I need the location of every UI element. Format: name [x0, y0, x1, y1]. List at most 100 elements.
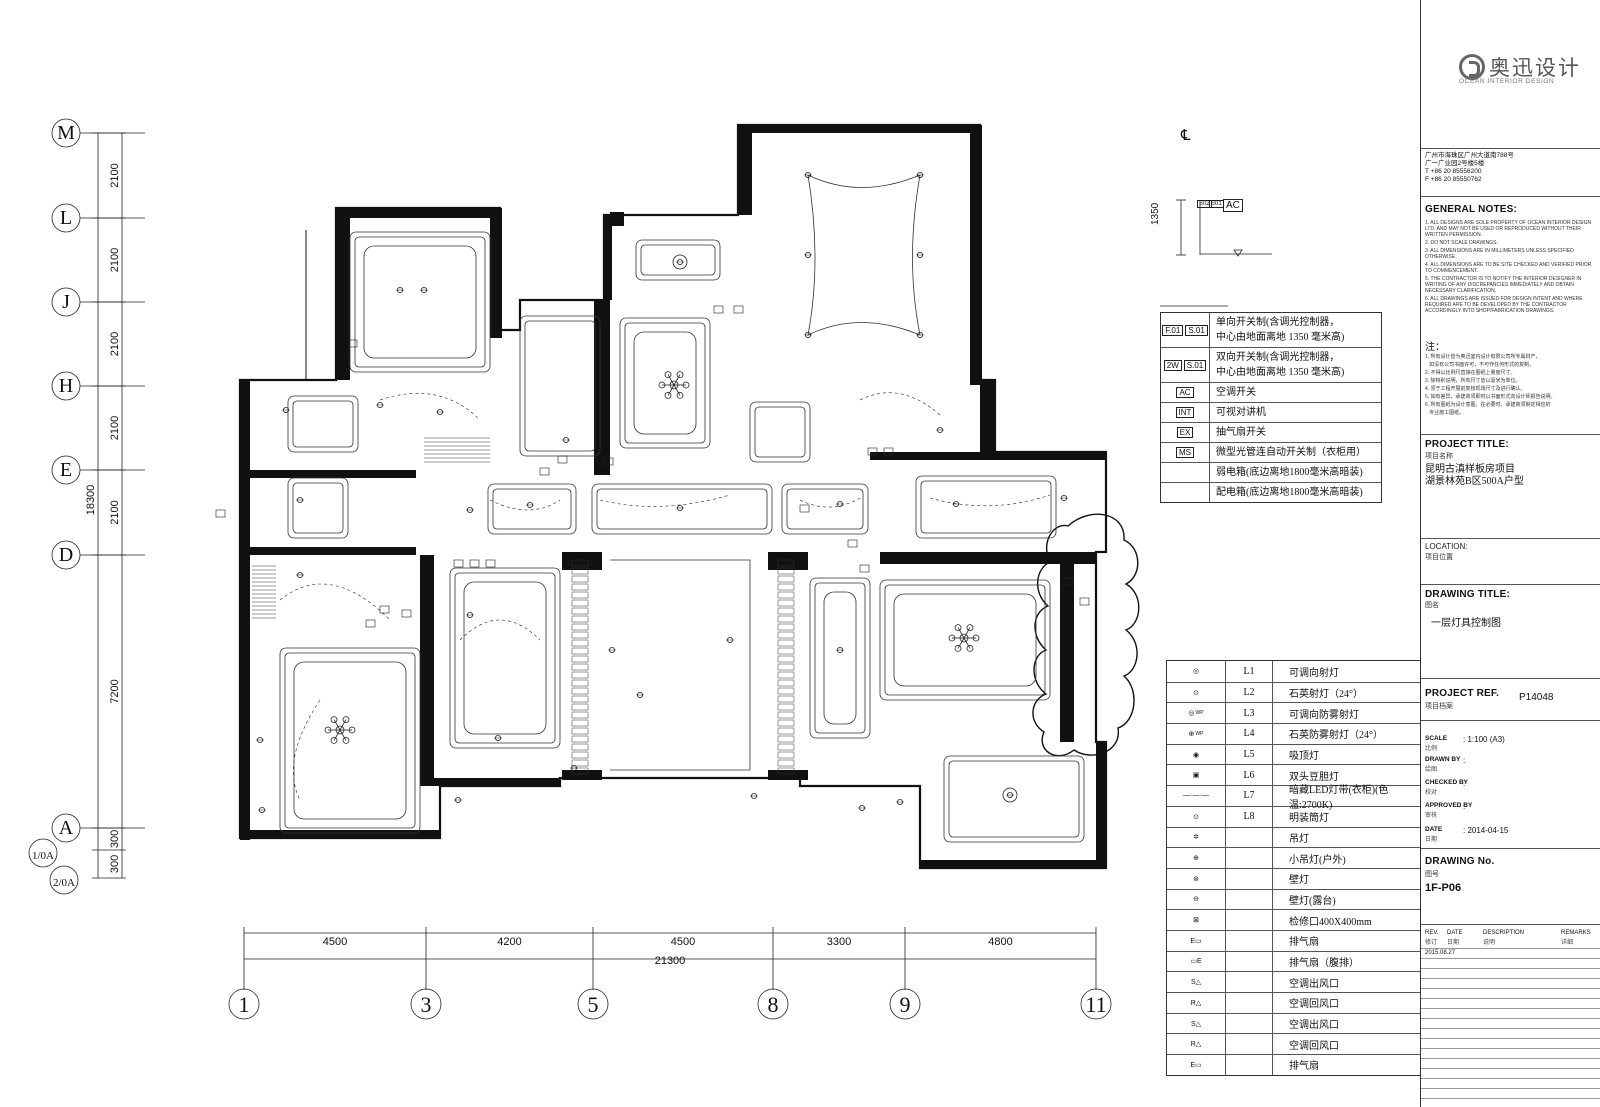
chandelier-arm: [339, 719, 347, 731]
wall-segment: [420, 778, 560, 786]
col-dim-label: 4800: [988, 936, 1012, 948]
revision-row-line: [1421, 1068, 1600, 1069]
fixture-label: 壁灯: [1289, 875, 1309, 887]
drawing-no-label: DRAWING No.: [1425, 856, 1495, 867]
grid-col-label: 8: [768, 992, 779, 1017]
revision-row-line: [1421, 1078, 1600, 1079]
fixture-code: [1226, 1034, 1273, 1055]
pendant-light-icon: ✲: [1167, 827, 1226, 848]
revision-row-line: [1421, 1008, 1600, 1009]
col-dim-label: 3300: [827, 936, 851, 948]
grid-row-label: J: [62, 291, 70, 313]
screen-pattern: [777, 607, 795, 615]
switch-elevation: [1160, 199, 1272, 307]
ceiling-panels: [252, 174, 1085, 843]
note-en: 2. DO NOT SCALE DRAWINGS.: [1425, 240, 1498, 247]
fixture-code: [1226, 1055, 1273, 1075]
switch-tag: [469, 559, 480, 568]
switch-legend-text: 弱电箱(底边离地1800毫米高暗装): [1210, 463, 1381, 482]
switch-tag: [557, 455, 568, 464]
grid-col-label: 9: [900, 992, 911, 1017]
screen-pattern: [571, 615, 589, 623]
revision-header-cn: 日期: [1447, 940, 1460, 946]
ceiling-panel: [287, 395, 359, 453]
fixture-label: 可调向防雾射灯: [1289, 709, 1359, 721]
screen-pattern: [571, 631, 589, 639]
lighting-legend-row: ⊕小吊灯(户外): [1167, 847, 1421, 868]
switch-symbol-icon: EX: [1161, 423, 1210, 442]
switch-symbol-text: AC: [1176, 387, 1194, 398]
grid-row-label: M: [57, 122, 75, 144]
chandelier-arm: [667, 374, 675, 386]
switch-legend-text: 抽气扇开关: [1210, 423, 1381, 442]
revision-header-cn: 说明: [1483, 940, 1496, 946]
screen-pattern: [777, 671, 795, 679]
switch-tag: [603, 457, 614, 466]
switch-legend-line: 弱电箱(底边离地1800毫米高暗装): [1216, 467, 1363, 478]
screen-pattern: [571, 607, 589, 615]
grid-row-label: H: [59, 375, 73, 397]
fixture-code: [1226, 1013, 1273, 1034]
ceiling-panel-inner: [823, 591, 857, 725]
fixture-label: 排气扇: [1289, 1061, 1319, 1073]
chandelier-arm: [667, 384, 675, 396]
grid-row-label: 1/0A: [32, 850, 54, 862]
fixture-code: [1226, 827, 1273, 848]
approved-by-cn-label: 审核: [1425, 813, 1438, 819]
fixture-code: L1: [1226, 661, 1273, 682]
fixture-code: L4: [1226, 724, 1273, 744]
lighting-legend-row: S△空调出风口: [1167, 1012, 1421, 1034]
switch-tag: [1063, 577, 1074, 586]
note-en: 5. THE CONTRACTOR IS TO NOTIFY THE INTER…: [1425, 275, 1582, 295]
screen-pattern: [571, 695, 589, 703]
switch-tag: [859, 564, 870, 573]
screen-pattern: [777, 631, 795, 639]
ceiling-panel-inner: [363, 245, 477, 359]
ac-supply-icon: S△: [1167, 972, 1226, 992]
switch-legend-line: 微型光管连自动开关制（衣柜用）: [1216, 447, 1366, 458]
screen-pattern: [571, 599, 589, 607]
drawing-title-label: DRAWING TITLE:: [1425, 589, 1511, 600]
drawing-title: 一层灯具控制图: [1431, 618, 1501, 629]
grid-row-label: 2/0A: [53, 877, 75, 889]
column: [610, 212, 624, 226]
revision-header: REV.: [1425, 930, 1439, 936]
fixture-label: 双头豆胆灯: [1289, 771, 1339, 783]
location-label: LOCATION:: [1425, 542, 1468, 551]
ceiling-panel-inner: [624, 322, 706, 444]
fixture-label: 空调出风口: [1289, 978, 1339, 990]
ceiling-panel-inner: [640, 244, 716, 276]
elevation-switch-ac: AC: [1223, 199, 1243, 212]
col-dim-label: 4200: [497, 936, 521, 948]
lighting-legend-row: ⊠检修口400X400mm: [1167, 909, 1421, 930]
note-cn: 5. 如有差异，承建商须即时以书面形式向设计师报告说明。: [1425, 394, 1556, 400]
grid-col-label: 3: [421, 992, 432, 1017]
fixture-label: 壁灯(露台): [1289, 895, 1336, 907]
screen-pattern: [571, 639, 589, 647]
note-cn: 专业施工图纸。: [1425, 410, 1465, 416]
switch-legend-text: 空调开关: [1210, 383, 1381, 402]
ceiling-panel: [619, 317, 711, 449]
screen-pattern: [571, 623, 589, 631]
switch-symbol-text: MS: [1176, 447, 1194, 458]
switch-legend-line: 单向开关制(含调光控制器，: [1216, 317, 1340, 328]
switch-wiring: [489, 499, 561, 511]
elevation-switch-s02: S02: [1197, 200, 1212, 208]
screen-pattern: [777, 623, 795, 631]
elevation-height: 1350: [1150, 202, 1161, 225]
switch-symbol-text: INT: [1175, 407, 1195, 418]
lighting-legend-row: S△ 空调出风口: [1167, 971, 1421, 992]
fixture-label: 排气扇（腹排）: [1289, 957, 1359, 969]
grid-row-label: E: [60, 459, 72, 481]
revision-row-line: [1421, 948, 1600, 949]
wall-segment: [490, 208, 502, 338]
col-bubble: [410, 988, 442, 1020]
switch-tag: [867, 447, 878, 456]
switch-tag: [401, 609, 412, 618]
wall-segment: [870, 452, 1106, 460]
logo-mark-icon: [1459, 54, 1485, 80]
lighting-legend-row: ⊛壁灯: [1167, 867, 1421, 889]
elevation-switch-s01: S01: [1209, 200, 1224, 208]
switch-symbol-text: 2W: [1163, 359, 1182, 371]
ac-supply-icon: S△: [1167, 1013, 1226, 1034]
